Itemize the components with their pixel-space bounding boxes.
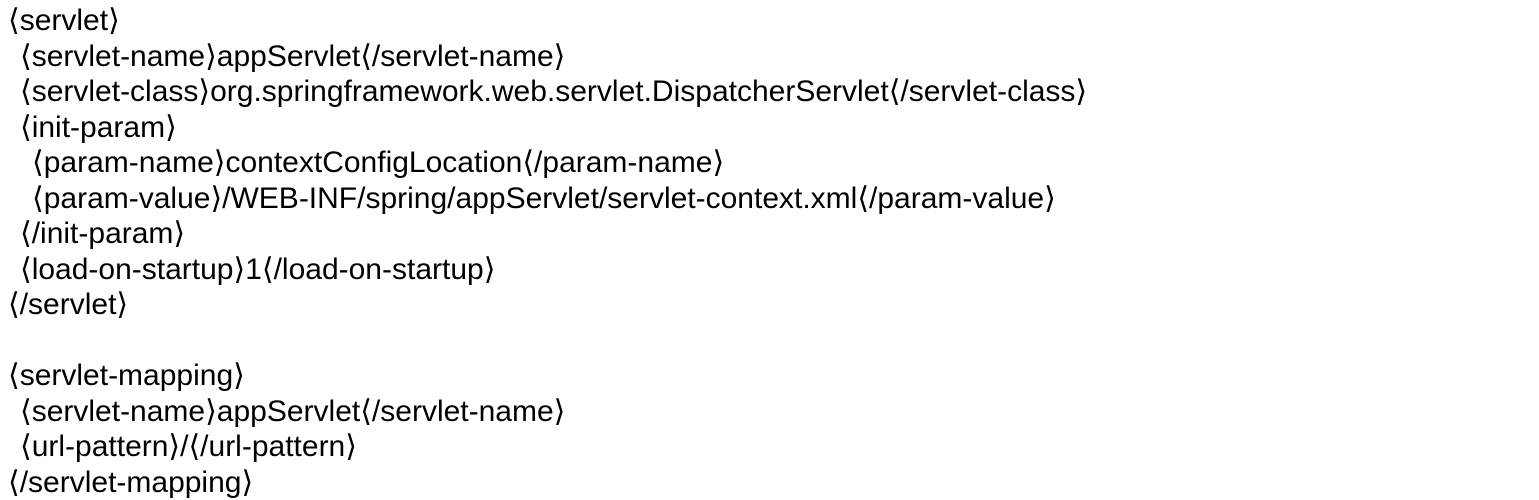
code-line: ⟨init-param⟩ (20, 110, 177, 144)
code-line: ⟨/servlet-mapping⟩ (8, 465, 254, 499)
code-line-blank (8, 323, 1539, 359)
code-line: ⟨/init-param⟩ (20, 217, 186, 250)
code-line: ⟨url-pattern⟩/⟨/url-pattern⟩ (20, 430, 357, 463)
code-line: ⟨param-name⟩contextConfigLocation⟨/param… (32, 146, 725, 179)
code-line: ⟨servlet⟩ (8, 4, 120, 37)
code-line: ⟨servlet-class⟩org.springframework.web.s… (20, 75, 1088, 108)
code-line: ⟨param-value⟩/WEB-INF/spring/appServlet/… (32, 181, 1056, 215)
code-line: ⟨/servlet⟩ (8, 288, 129, 321)
code-line: ⟨servlet-mapping⟩ (8, 359, 245, 392)
code-line: ⟨servlet-name⟩appServlet⟨/servlet-name⟩ (20, 394, 566, 428)
code-line: ⟨load-on-startup⟩1⟨/load-on-startup⟩ (20, 252, 496, 286)
code-line: ⟨servlet-name⟩appServlet⟨/servlet-name⟩ (20, 39, 566, 73)
